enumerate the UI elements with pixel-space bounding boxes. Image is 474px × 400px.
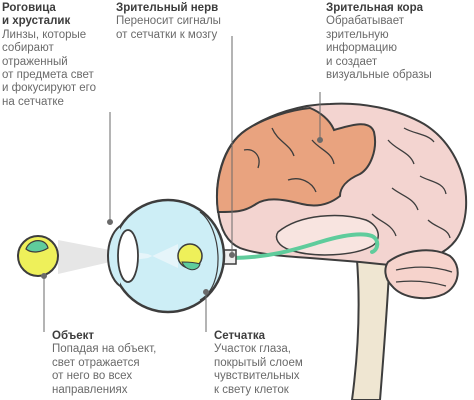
- cornea-text-line: и фокусируют его: [2, 82, 97, 95]
- cornea-text-line: от предмета свет: [2, 69, 94, 82]
- cortex-text-line: Обрабатывает: [326, 15, 404, 28]
- object-apple-icon: [17, 235, 59, 277]
- retina-text-line: покрытый слоем: [214, 356, 303, 369]
- leader-lines: [41, 36, 323, 332]
- cornea-text-line: собирают: [2, 42, 54, 55]
- nerve-text-line: от сетчатки к мозгу: [116, 28, 218, 41]
- cornea-text-line: отраженный: [2, 55, 68, 68]
- object-text-line: свет отражается: [52, 356, 140, 369]
- object-text-line: Попадая на объект,: [52, 343, 157, 356]
- retina-text-line: чувствительных: [214, 370, 300, 383]
- nerve-title-line: Зрительный нерв: [116, 2, 219, 14]
- label-cornea-lens: Роговица и хрусталик Линзы, которые соби…: [2, 2, 122, 109]
- retina-image-icon: [177, 243, 203, 271]
- eye-icon: [107, 198, 237, 314]
- brain-icon: [216, 102, 468, 400]
- nerve-text-line: Переносит сигналы: [116, 15, 221, 28]
- object-title-line: Объект: [52, 330, 95, 342]
- cornea-title-line: и хрусталик: [2, 15, 71, 28]
- cornea-text-line: на сетчатке: [2, 95, 64, 108]
- cortex-text-line: информацию: [326, 42, 397, 55]
- label-object: Объект Попадая на объект, свет отражаетс…: [52, 330, 182, 397]
- object-text-line: направлениях: [52, 383, 128, 396]
- retina-title-line: Сетчатка: [214, 330, 266, 342]
- label-retina: Сетчатка Участок глаза, покрытый слоем ч…: [214, 330, 354, 397]
- object-text-line: от него во всех: [52, 370, 133, 383]
- optic-nerve-line: [230, 232, 380, 260]
- cornea-title-line: Роговица: [2, 2, 56, 14]
- cortex-text-line: зрительную: [326, 28, 389, 41]
- retina-text-line: Участок глаза,: [214, 343, 291, 356]
- cortex-title-line: Зрительная кора: [326, 2, 423, 14]
- retina-text-line: к свету клеток: [214, 383, 289, 396]
- cortex-text-line: и создает: [326, 55, 378, 68]
- cornea-text-line: Линзы, которые: [2, 28, 87, 41]
- label-visual-cortex: Зрительная кора Обрабатывает зрительную …: [326, 2, 466, 82]
- cortex-text-line: визуальные образы: [326, 69, 432, 82]
- label-optic-nerve: Зрительный нерв Переносит сигналы от сет…: [116, 2, 241, 42]
